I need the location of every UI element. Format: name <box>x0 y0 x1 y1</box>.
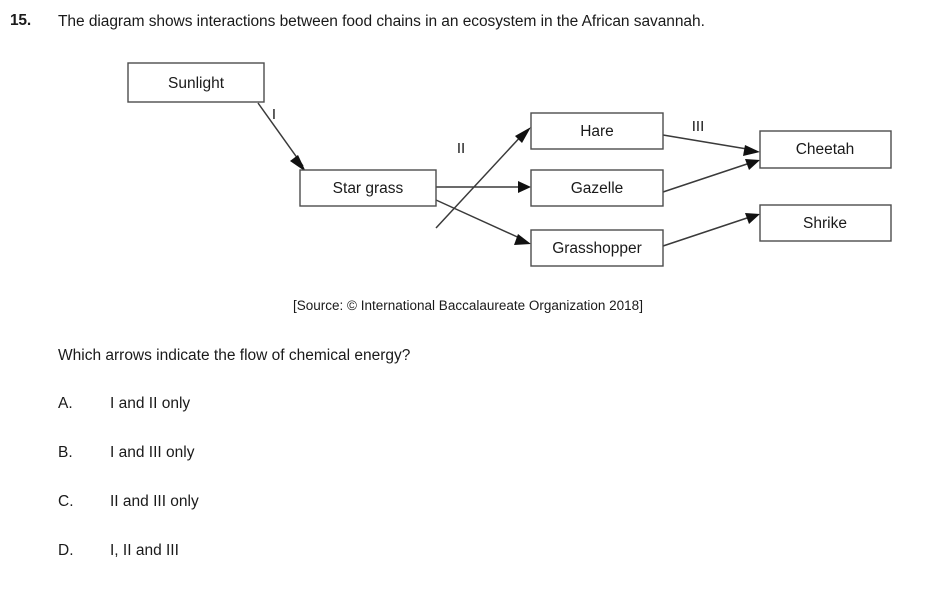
node-label-hare: Hare <box>580 123 614 140</box>
source-credit: [Source: © International Baccalaureate O… <box>293 298 643 313</box>
edge-label-one: I <box>272 106 276 123</box>
edge-grasshopper-to-shrike <box>662 213 760 247</box>
answer-options-list: A. I and II only B. I and III only C. II… <box>58 395 658 591</box>
node-star-grass: Star grass <box>299 169 437 207</box>
question-number: 15. <box>10 12 31 29</box>
node-label-sunlight: Sunlight <box>168 75 225 92</box>
question-stem: The diagram shows interactions between f… <box>58 13 705 30</box>
option-text-a: I and II only <box>110 395 191 412</box>
edge-star-grass-to-grasshopper <box>435 199 531 245</box>
node-label-star-grass: Star grass <box>333 180 404 197</box>
node-grasshopper: Grasshopper <box>530 229 664 267</box>
edge-star-grass-to-gazelle <box>436 181 531 193</box>
answer-option-a[interactable]: A. I and II only <box>58 395 658 444</box>
answer-option-b[interactable]: B. I and III only <box>58 444 658 493</box>
node-label-cheetah: Cheetah <box>796 141 855 158</box>
option-text-b: I and III only <box>110 444 195 461</box>
option-letter-a: A. <box>58 395 73 412</box>
option-letter-d: D. <box>58 542 74 559</box>
question-prompt: Which arrows indicate the flow of chemic… <box>58 347 411 364</box>
node-label-grasshopper: Grasshopper <box>552 240 642 257</box>
edge-star-grass-to-hare <box>435 127 531 229</box>
edge-label-two: II <box>457 140 465 157</box>
option-letter-c: C. <box>58 493 74 510</box>
option-text-d: I, II and III <box>110 542 179 559</box>
food-web-diagram: I II III Sunlight Star grass Hare Gazell… <box>0 50 936 285</box>
edge-label-three: III <box>692 118 705 135</box>
node-label-shrike: Shrike <box>803 215 847 232</box>
option-text-c: II and III only <box>110 493 199 510</box>
edge-gazelle-to-cheetah <box>662 159 760 193</box>
option-letter-b: B. <box>58 444 73 461</box>
node-shrike: Shrike <box>759 204 892 242</box>
node-cheetah: Cheetah <box>759 130 892 169</box>
answer-option-d[interactable]: D. I, II and III <box>58 542 658 591</box>
answer-option-c[interactable]: C. II and III only <box>58 493 658 542</box>
node-label-gazelle: Gazelle <box>571 180 624 197</box>
edge-sunlight-to-star-grass <box>257 102 306 172</box>
edge-hare-to-cheetah <box>662 134 760 156</box>
node-hare: Hare <box>530 112 664 150</box>
node-sunlight: Sunlight <box>127 62 265 103</box>
node-gazelle: Gazelle <box>530 169 664 207</box>
